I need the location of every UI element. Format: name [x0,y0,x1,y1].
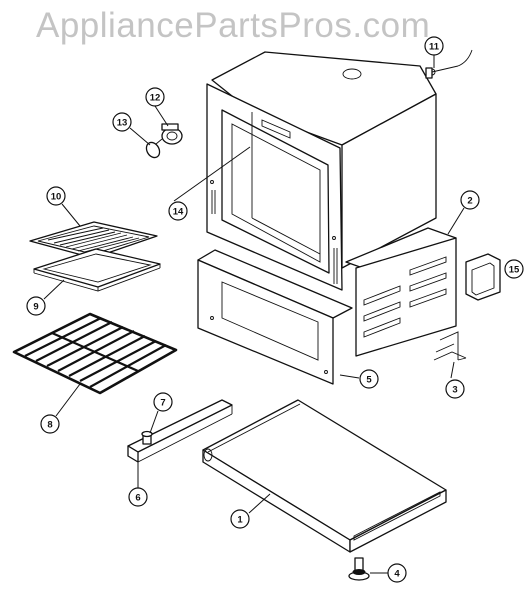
callout-13: 13 [112,112,132,132]
part-15-bracket [465,253,501,301]
callout-2-label: 2 [467,196,472,207]
callout-3: 3 [445,379,465,399]
callout-6: 6 [128,487,148,507]
leader-lines [43,55,501,574]
callout-10: 10 [46,186,66,206]
callout-1: 1 [230,509,250,529]
callout-12-label: 12 [150,93,161,104]
callout-3-label: 3 [452,385,457,396]
callout-7-label: 7 [160,398,165,409]
callout-15: 15 [504,259,524,279]
callout-11: 11 [424,36,444,56]
callout-8: 8 [40,414,60,434]
part-3-clip [433,331,467,361]
part-9-broil-pan [33,248,161,292]
callout-7: 7 [153,392,173,412]
callout-12: 12 [145,87,165,107]
callout-2: 2 [460,190,480,210]
part-1-drawer [202,399,447,553]
part-10-broil-grid [29,221,158,259]
part-6-slide [127,399,233,463]
callout-8-label: 8 [47,420,52,431]
callout-14: 14 [168,201,188,221]
callout-10-label: 10 [51,192,62,203]
callout-15-label: 15 [509,265,520,276]
callout-5: 5 [359,369,379,389]
callout-13-label: 13 [117,118,128,129]
part-8-oven-rack [12,312,178,395]
callout-14-label: 14 [173,207,184,218]
part-11-sensor [425,49,473,79]
callout-9-label: 9 [33,302,38,313]
part-5-drawer-front [197,249,353,385]
part-7-screw [141,430,153,445]
callout-11-label: 11 [429,42,440,53]
part-2-heat-shield [345,227,457,357]
callout-6-label: 6 [135,493,140,504]
part-12-socket [161,123,183,145]
callout-1-label: 1 [237,515,243,526]
part-4-leveling-leg [348,557,370,581]
callout-9: 9 [26,296,46,316]
callout-4-label: 4 [394,569,400,580]
callout-5-label: 5 [366,375,372,386]
callout-4: 4 [387,563,407,583]
part-13-bulb [145,138,163,159]
watermark: AppliancePartsPros.com [36,6,431,45]
oven-body [206,51,437,291]
